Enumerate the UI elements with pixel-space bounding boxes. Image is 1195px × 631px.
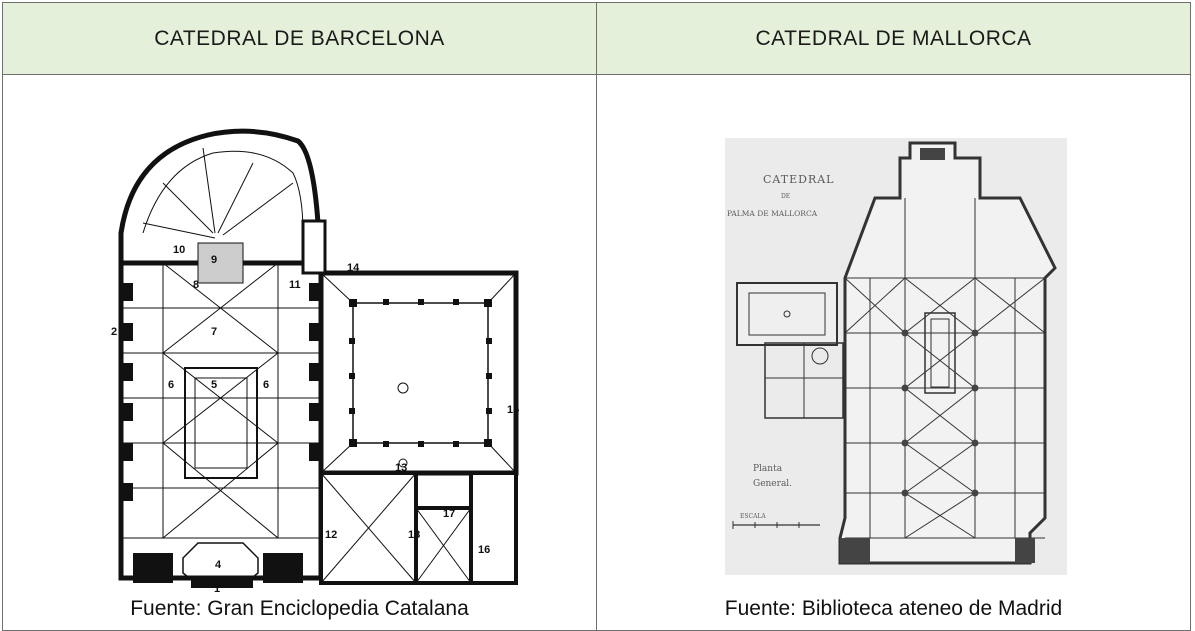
plan-label-6b: 6 [263,379,269,391]
plan-label-2: 2 [111,326,117,338]
plan-label-7: 7 [211,326,217,338]
plan-label-3: 3 [310,326,316,338]
mallorca-plan-subtitle-2: General. [753,479,792,489]
mallorca-cell: CATEDRAL DE PALMA DE MALLORCA Planta Gen… [596,74,1191,631]
plan-label-8: 8 [193,279,199,291]
plan-label-14: 14 [347,262,360,274]
header-mallorca: CATEDRAL DE MALLORCA [596,2,1191,75]
plan-label-6a: 6 [168,379,174,391]
barcelona-floor-plan: 1 2 3 4 5 6 6 7 8 9 10 11 12 13 14 15 16 [111,128,519,593]
plan-label-18: 18 [408,529,420,541]
plan-label-11: 11 [289,279,301,291]
barcelona-cell: 1 2 3 4 5 6 6 7 8 9 10 11 12 13 14 15 16 [2,74,597,631]
mallorca-plan-title-de: DE [781,193,790,200]
mallorca-plan-title-city: PALMA DE MALLORCA [727,209,818,218]
plan-label-12: 12 [325,529,337,541]
header-barcelona: CATEDRAL DE BARCELONA [2,2,597,75]
plan-label-4: 4 [215,559,222,571]
mallorca-plan-title: CATEDRAL [763,173,834,186]
mallorca-plan-subtitle: Planta [753,464,783,474]
plan-label-9: 9 [211,254,217,266]
plan-label-13: 13 [395,462,407,474]
plan-label-10: 10 [173,244,185,256]
mallorca-floor-plan: CATEDRAL DE PALMA DE MALLORCA Planta Gen… [727,141,1057,565]
mallorca-scale-label: ESCALA [740,513,766,520]
caption-mallorca: Fuente: Biblioteca ateneo de Madrid [724,597,1063,620]
plan-label-17: 17 [443,508,455,520]
plan-label-5: 5 [211,379,217,391]
plan-label-1: 1 [214,583,220,593]
plan-label-15: 15 [507,404,519,416]
caption-barcelona: Fuente: Gran Enciclopedia Catalana [130,597,469,620]
plan-label-16: 16 [478,544,490,556]
